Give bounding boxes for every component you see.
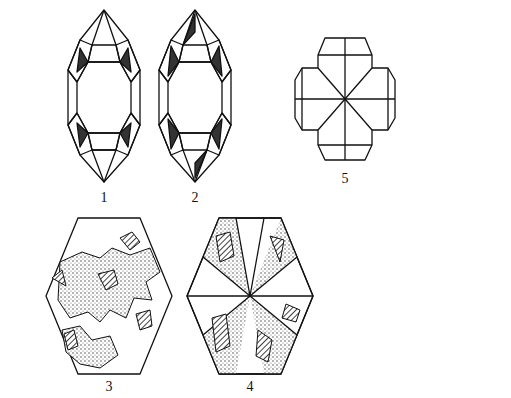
figure-number: 4 xyxy=(247,380,254,394)
figure-number: 1 xyxy=(101,191,108,205)
figure-number: 2 xyxy=(192,191,199,205)
figure-number: 3 xyxy=(106,380,113,394)
figure-number: 5 xyxy=(342,172,349,186)
